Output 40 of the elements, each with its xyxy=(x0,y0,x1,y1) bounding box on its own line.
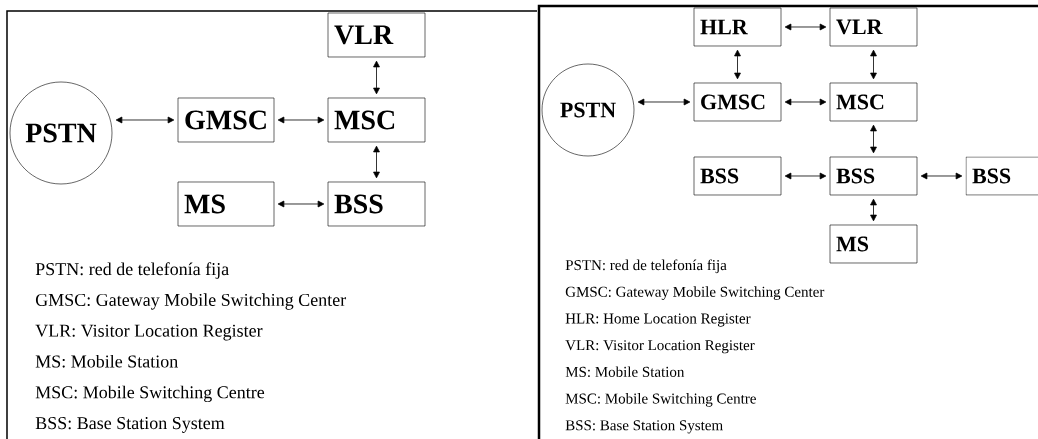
arrow xyxy=(115,116,175,124)
legend-text: MS: Mobile Station xyxy=(565,366,685,377)
arrow xyxy=(373,60,380,95)
component-box: VLR xyxy=(327,12,426,58)
legend-text: VLR: Visitor Location Register xyxy=(565,340,755,354)
component-box: MS xyxy=(177,181,275,227)
legend-text: HLR: Home Location Register xyxy=(565,313,751,327)
arrow xyxy=(277,200,325,208)
arrow xyxy=(373,145,380,179)
arrow xyxy=(277,116,325,124)
legend-text: PSTN: red de telefonía fija xyxy=(35,262,229,279)
arrow xyxy=(920,172,963,180)
legend-text: BSS: Base Station System xyxy=(35,417,225,433)
component-box: MSC xyxy=(829,82,918,122)
legend-text: PSTN: red de telefonía fija xyxy=(565,259,727,274)
arrow xyxy=(784,23,827,31)
legend-text: MSC: Mobile Switching Centre xyxy=(565,393,756,407)
arrow xyxy=(637,98,691,106)
component-box: HLR xyxy=(693,7,782,47)
arrow xyxy=(784,172,827,180)
component-box: BSS xyxy=(693,156,782,196)
arrow xyxy=(734,49,741,80)
component-box: VLR xyxy=(829,7,918,47)
component-box: BSS xyxy=(965,156,1038,196)
component-box: BSS xyxy=(829,156,918,196)
legend-text: MS: Mobile Station xyxy=(35,354,178,368)
arrow xyxy=(870,124,877,154)
arrow xyxy=(870,49,877,80)
legend-text: MSC: Mobile Switching Centre xyxy=(35,385,265,403)
legend-text: GMSC: Gateway Mobile Switching Center xyxy=(35,293,347,310)
legend-text: BSS: Base Station System xyxy=(565,420,723,434)
component-box: BSS xyxy=(327,181,426,227)
component-box: MSC xyxy=(327,97,426,143)
arrow xyxy=(784,98,827,106)
legend-text: GMSC: Gateway Mobile Switching Center xyxy=(565,286,825,300)
component-box: GMSC xyxy=(693,82,782,122)
component-box: GMSC xyxy=(177,97,275,143)
arrow xyxy=(870,198,877,222)
legend-text: VLR: Visitor Location Register xyxy=(35,324,263,341)
component-box: MS xyxy=(829,224,918,264)
